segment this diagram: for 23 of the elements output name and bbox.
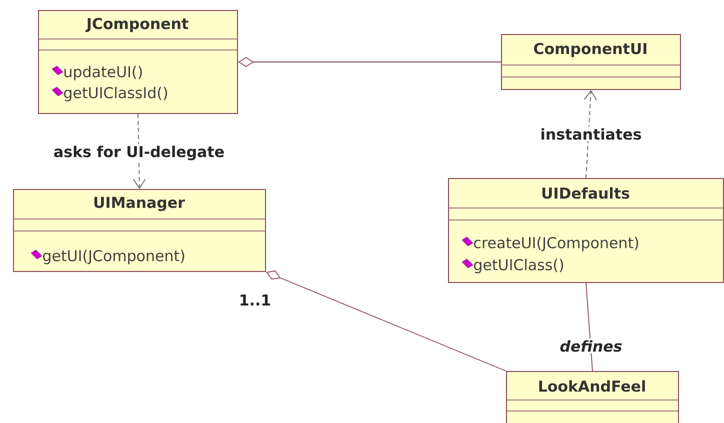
class-name: UIDefaults [542, 187, 630, 199]
connector [266, 270, 506, 372]
class-name: ComponentUI [534, 42, 646, 58]
edge-label: defines [560, 340, 622, 352]
edge-label: asks for UI-delegate [54, 146, 224, 160]
method-name: getUIClass() [474, 258, 564, 274]
method-name: getUIClassId() [64, 86, 168, 102]
class-box [38, 10, 238, 114]
method-name: createUI(JComponent) [474, 236, 638, 252]
class-box [500, 34, 681, 90]
connector [238, 57, 502, 67]
connector [584, 90, 597, 178]
method-name: getUI(JComponent) [43, 250, 184, 264]
class-box [448, 178, 724, 283]
class-box [506, 371, 679, 423]
class-name: JComponent [86, 18, 188, 32]
class-name: LookAndFeel [539, 380, 645, 392]
edge-label: instantiates [542, 128, 641, 140]
class-name: UIManager [94, 196, 185, 212]
class-box [12, 189, 266, 272]
connector [132, 114, 146, 189]
method-name: updateUI() [64, 66, 142, 80]
edge-label: 1..1 [240, 294, 270, 306]
